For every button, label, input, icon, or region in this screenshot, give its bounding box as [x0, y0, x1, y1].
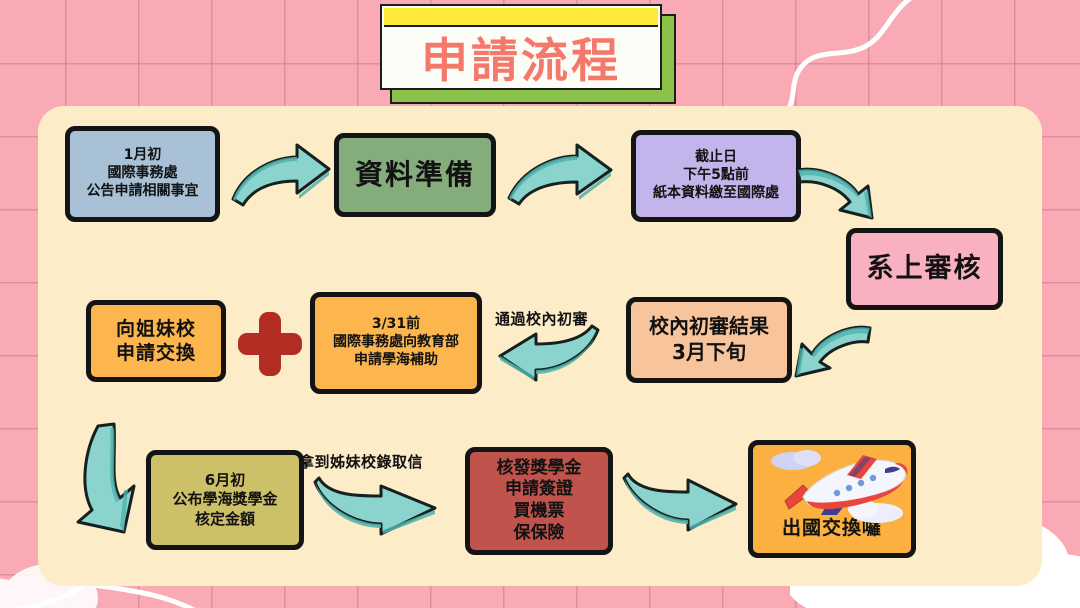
flow-box-line: 系上審核: [866, 252, 983, 284]
flow-box-line: 向姐妹校: [115, 317, 196, 340]
title-banner-strip: [384, 8, 658, 27]
title-banner-card: 申請流程: [380, 4, 662, 90]
flow-box-line: 公布學海獎學金: [172, 490, 278, 509]
connector-label-admission-letter: 拿到姊妹校錄取信: [299, 453, 424, 471]
flow-box-line: 保保險: [513, 522, 565, 543]
flow-box-line: 申請簽證: [505, 479, 573, 500]
flow-box-announce[interactable]: 1月初 國際事務處 公告申請相關事宜: [65, 126, 220, 222]
flow-box-line: 截止日: [695, 149, 737, 166]
plus-bar-vertical: [259, 312, 281, 376]
flow-box-prepare[interactable]: 資料準備: [334, 133, 496, 217]
flow-box-line: 下午5點前: [683, 167, 749, 184]
flow-box-line: 核定金額: [194, 509, 255, 528]
flow-box-line: 6月初: [204, 471, 246, 490]
airplane-illustration-icon: [771, 450, 908, 523]
flow-box-line: 出國交換囉: [781, 516, 882, 539]
title-banner: 申請流程: [380, 4, 676, 104]
connector-label-pass-review: 通過校內初審: [495, 310, 589, 328]
flow-box-line: 公告申請相關事宜: [86, 182, 199, 199]
flow-box-june-award[interactable]: 6月初 公布學海獎學金 核定金額: [146, 450, 304, 550]
page-title: 申請流程: [421, 34, 621, 89]
plus-connector-icon: [238, 312, 302, 376]
flow-box-line: 資料準備: [354, 158, 475, 192]
flow-box-line: 核發獎學金: [496, 457, 582, 478]
flow-box-review-result[interactable]: 校內初審結果 3月下旬: [626, 297, 792, 383]
flow-box-line: 買機票: [513, 501, 565, 521]
flow-box-grant-apply[interactable]: 3/31前 國際事務處向教育部 申請學海補助: [310, 292, 482, 394]
flow-box-line: 國際事務處: [107, 165, 178, 182]
flow-box-sister-school[interactable]: 向姐妹校 申請交換: [86, 300, 226, 382]
flow-box-line: 紙本資料繳至國際處: [653, 184, 779, 201]
flow-box-line: 國際事務處向教育部: [333, 334, 459, 351]
flow-box-departure[interactable]: 出國交換囉: [748, 440, 916, 558]
flow-box-line: 1月初: [123, 147, 162, 164]
flow-box-line: 申請學海補助: [354, 351, 438, 368]
flow-box-dept-review[interactable]: 系上審核: [846, 228, 1003, 310]
flow-box-deadline[interactable]: 截止日 下午5點前 紙本資料繳至國際處: [631, 130, 801, 222]
flow-box-line: 申請交換: [115, 342, 196, 364]
flow-box-line: 校內初審結果: [649, 314, 769, 339]
flow-box-line: 3月下旬: [672, 340, 746, 364]
flow-box-line: 3/31前: [371, 316, 421, 333]
flow-box-pre-departure-tasks[interactable]: 核發獎學金 申請簽證 買機票 保保險: [465, 447, 613, 555]
